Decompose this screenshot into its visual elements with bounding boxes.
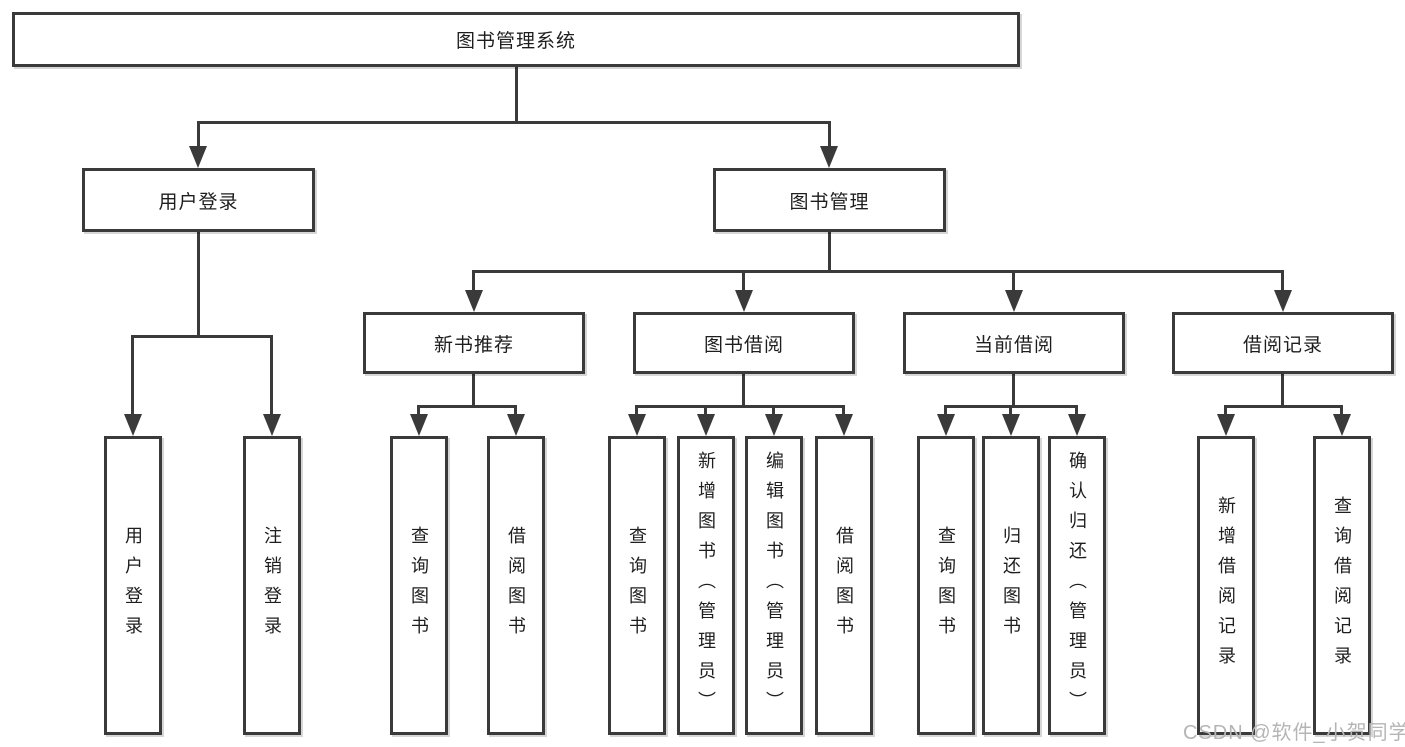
node-user-login: 用户登录 [82, 168, 315, 232]
connector-line [704, 405, 707, 416]
arrowhead-icon [263, 414, 281, 436]
node-label: 归还图书 [1001, 525, 1021, 646]
connector-line [131, 335, 134, 416]
connector-line [270, 335, 273, 416]
node-label: 图书借阅 [703, 334, 784, 356]
leaf-borrow-books: 借阅图书 [815, 436, 873, 735]
node-label: 图书管理 [789, 191, 870, 213]
node-label: 确认归还（管理员） [1067, 450, 1087, 721]
connector-line [1340, 405, 1343, 416]
node-label: 借阅图书 [834, 525, 854, 646]
connector-line [842, 405, 845, 416]
node-label: 查询图书 [627, 525, 647, 646]
arrowhead-icon [628, 414, 646, 436]
node-label: 用户登录 [158, 191, 239, 213]
connector-line [1224, 405, 1227, 416]
arrowhead-icon [410, 414, 428, 436]
node-label: 新书推荐 [433, 334, 514, 356]
connector-line [1012, 374, 1015, 405]
arrowhead-icon [507, 414, 525, 436]
arrowhead-icon [765, 414, 783, 436]
connector-line [742, 270, 745, 292]
node-book-borrowing: 图书借阅 [633, 312, 855, 374]
connector-line [635, 405, 638, 416]
arrowhead-icon [937, 414, 955, 436]
connector-line [417, 405, 517, 408]
connector-line [1224, 405, 1342, 408]
node-label: 注销登录 [262, 525, 282, 646]
arrowhead-icon [1333, 414, 1351, 436]
node-new-book-recommend: 新书推荐 [363, 312, 585, 374]
arrowhead-icon [189, 146, 207, 168]
connector-line [944, 405, 947, 416]
connector-line [514, 405, 517, 416]
connector-line [1281, 374, 1284, 405]
connector-line [828, 232, 831, 270]
arrowhead-icon [1068, 414, 1086, 436]
connector-line [472, 270, 475, 292]
connector-line [1009, 405, 1012, 416]
leaf-confirm-return-admin: 确认归还（管理员） [1048, 436, 1106, 735]
connector-line [417, 405, 420, 416]
connector-line [197, 121, 200, 150]
connector-line [515, 67, 518, 121]
leaf-user-login: 用户登录 [104, 436, 162, 735]
connector-line [131, 335, 273, 338]
connector-line [1281, 270, 1284, 292]
node-label: 新增图书（管理员） [696, 450, 716, 721]
leaf-add-borrow-record: 新增借阅记录 [1197, 436, 1255, 735]
leaf-query-books-current: 查询图书 [917, 436, 975, 735]
connector-line [1075, 405, 1078, 416]
connector-line [828, 121, 831, 150]
leaf-query-borrow-record: 查询借阅记录 [1313, 436, 1371, 735]
arrowhead-icon [835, 414, 853, 436]
leaf-query-books-recommend: 查询图书 [390, 436, 448, 735]
leaf-edit-book-admin: 编辑图书（管理员） [745, 436, 803, 735]
arrowhead-icon [465, 290, 483, 312]
connector-line [635, 405, 845, 408]
arrowhead-icon [820, 146, 838, 168]
connector-line [742, 374, 745, 405]
connector-line [197, 232, 200, 335]
arrowhead-icon [1217, 414, 1235, 436]
connector-line [472, 374, 475, 405]
node-label: 查询图书 [409, 525, 429, 646]
connector-line [197, 121, 831, 124]
arrowhead-icon [124, 414, 142, 436]
node-label: 借阅记录 [1242, 334, 1323, 356]
node-label: 当前借阅 [973, 334, 1054, 356]
connector-line [1012, 270, 1015, 292]
arrowhead-icon [697, 414, 715, 436]
arrowhead-icon [1274, 290, 1292, 312]
node-label: 新增借阅记录 [1216, 495, 1236, 676]
connector-line [472, 270, 1283, 273]
leaf-logout: 注销登录 [243, 436, 301, 735]
node-label: 编辑图书（管理员） [764, 450, 784, 721]
arrowhead-icon [1002, 414, 1020, 436]
watermark: CSDN @软件_小贺同学 [1183, 722, 1405, 744]
node-label: 查询借阅记录 [1332, 495, 1352, 676]
node-book-management: 图书管理 [713, 168, 946, 232]
connector-line [772, 405, 775, 416]
node-library-system: 图书管理系统 [12, 12, 1020, 67]
node-label: 借阅图书 [506, 525, 526, 646]
node-current-borrowing: 当前借阅 [903, 312, 1125, 374]
leaf-add-book-admin: 新增图书（管理员） [677, 436, 735, 735]
arrowhead-icon [1005, 290, 1023, 312]
node-label: 图书管理系统 [455, 31, 576, 52]
node-borrow-records: 借阅记录 [1172, 312, 1394, 374]
leaf-return-book: 归还图书 [982, 436, 1040, 735]
arrowhead-icon [735, 290, 753, 312]
node-label: 用户登录 [123, 525, 143, 646]
leaf-query-books-borrowing: 查询图书 [608, 436, 666, 735]
node-label: 查询图书 [936, 525, 956, 646]
leaf-borrow-books-recommend: 借阅图书 [487, 436, 545, 735]
